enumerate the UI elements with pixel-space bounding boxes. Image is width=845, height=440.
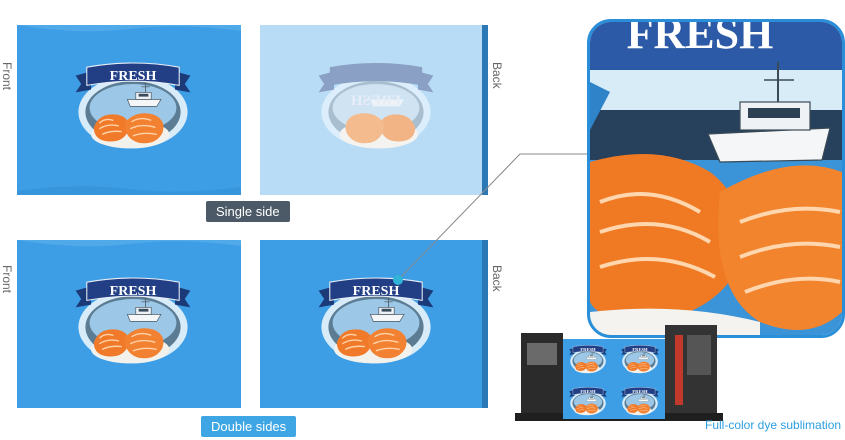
fresh-logo [74,62,192,150]
front-label-2: Front [0,265,14,294]
zoom-detail-panel: FRESH [587,19,845,338]
back-label-2: Back [490,265,504,292]
salmon-icon [590,154,842,335]
single-side-badge: Single side [206,201,290,222]
double-sides-badge: Double sides [201,416,297,437]
back-label-1: Back [490,62,504,89]
flag-front-single [17,25,241,195]
boat-icon [707,62,831,163]
svg-text:FRESH: FRESH [627,22,774,58]
flag-back-single: FRESH [260,25,488,195]
flag-back-double [260,240,488,408]
printer-machine-icon [515,315,723,425]
machine-caption: Full-color dye sublimation [705,418,842,432]
svg-text:FRESH: FRESH [351,93,401,109]
flag-front-double [17,240,241,408]
front-label-1: Front [0,62,14,91]
